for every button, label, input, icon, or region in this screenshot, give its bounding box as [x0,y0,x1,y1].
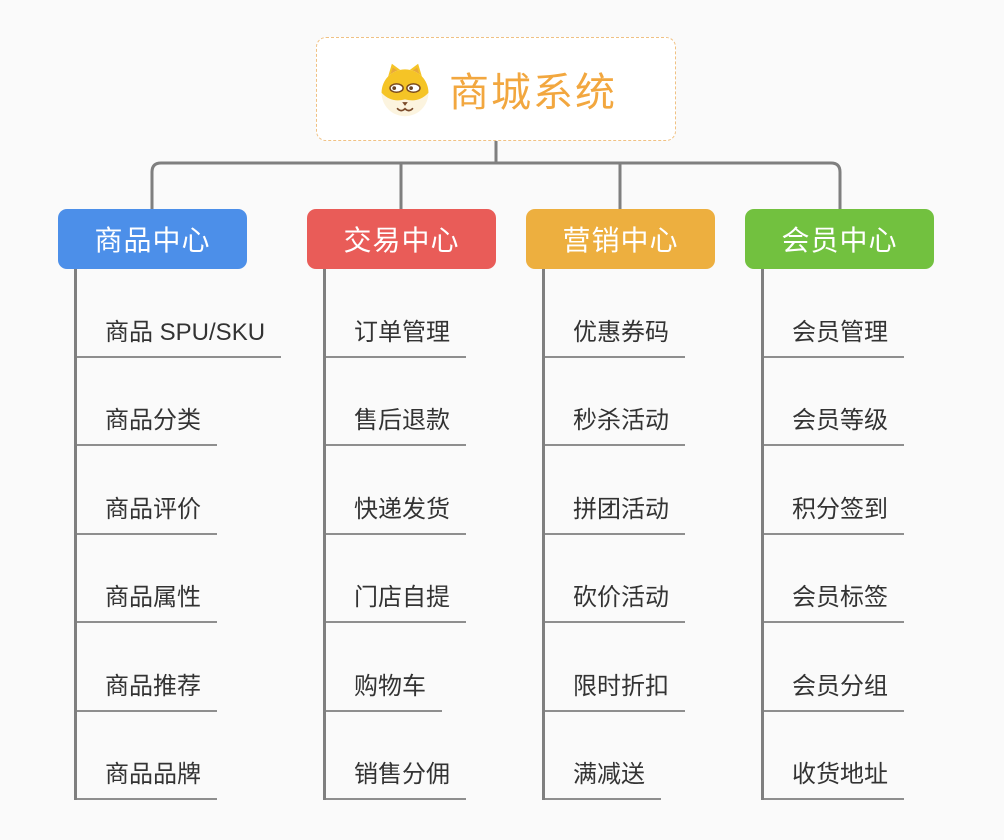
topic-item[interactable]: 优惠券码 [542,312,685,358]
topic-item[interactable]: 积分签到 [761,489,904,535]
topic-slot: 商品 SPU/SKU [74,269,324,358]
dog-icon [381,63,429,117]
topic-slot: 订单管理 [323,269,573,358]
branch-items-member: 会员管理 会员等级 积分签到 会员标签 会员分组 [761,269,1004,800]
branch-header-marketing[interactable]: 营销中心 [526,209,715,269]
branch-items-trade: 订单管理 售后退款 快递发货 门店自提 购物车 销 [323,269,573,800]
topic-slot: 售后退款 [323,358,573,446]
topic-item[interactable]: 商品评价 [74,489,217,535]
topic-slot: 门店自提 [323,535,573,623]
topic-slot: 商品分类 [74,358,324,446]
topic-item[interactable]: 会员等级 [761,400,904,446]
topic-item[interactable]: 会员分组 [761,666,904,712]
topic-item[interactable]: 满减送 [542,754,661,800]
topic-slot: 满减送 [542,712,792,800]
topic-item[interactable]: 销售分佣 [323,754,466,800]
topic-slot: 限时折扣 [542,623,792,712]
topic-item[interactable]: 限时折扣 [542,666,685,712]
branch-header-member[interactable]: 会员中心 [745,209,934,269]
topic-item[interactable]: 砍价活动 [542,577,685,623]
topic-item[interactable]: 订单管理 [323,312,466,358]
root-title: 商城系统 [449,71,617,115]
topic-slot: 快递发货 [323,446,573,535]
topic-item[interactable]: 商品属性 [74,577,217,623]
topic-slot: 会员等级 [761,358,1004,446]
topic-item[interactable]: 商品推荐 [74,666,217,712]
topic-slot: 会员标签 [761,535,1004,623]
topic-slot: 购物车 [323,623,573,712]
topic-item[interactable]: 门店自提 [323,577,466,623]
topic-slot: 拼团活动 [542,446,792,535]
branch-items-product: 商品 SPU/SKU 商品分类 商品评价 商品属性 商品推荐 [74,269,324,800]
branch-header-trade[interactable]: 交易中心 [307,209,496,269]
branch-column-marketing: 营销中心 优惠券码 秒杀活动 拼团活动 砍价活动 [526,209,715,800]
branch-trunk-line [74,269,77,800]
topic-item[interactable]: 秒杀活动 [542,400,685,446]
topic-slot: 会员分组 [761,623,1004,712]
topic-slot: 商品推荐 [74,623,324,712]
connector-main-rail [150,161,842,212]
topic-slot: 商品属性 [74,535,324,623]
topic-item[interactable]: 售后退款 [323,400,466,446]
topic-slot: 秒杀活动 [542,358,792,446]
topic-slot: 会员管理 [761,269,1004,358]
branch-items-marketing: 优惠券码 秒杀活动 拼团活动 砍价活动 限时折扣 [542,269,792,800]
topic-item[interactable]: 快递发货 [323,489,466,535]
root-node[interactable]: 商城系统 [316,37,676,141]
branch-header-product[interactable]: 商品中心 [58,209,247,269]
topic-slot: 商品品牌 [74,712,324,800]
branch-column-product: 商品中心 商品 SPU/SKU 商品分类 商品评价 商品属性 [58,209,282,800]
topic-slot: 商品评价 [74,446,324,535]
topic-slot: 积分签到 [761,446,1004,535]
topic-slot: 优惠券码 [542,269,792,358]
branch-trunk-line [761,269,764,800]
topic-slot: 销售分佣 [323,712,573,800]
branch-trunk-line [542,269,545,800]
branch-trunk-line [323,269,326,800]
topic-item[interactable]: 拼团活动 [542,489,685,535]
topic-item[interactable]: 收货地址 [761,754,904,800]
topic-item[interactable]: 商品品牌 [74,754,217,800]
topic-item[interactable]: 购物车 [323,666,442,712]
topic-slot: 收货地址 [761,712,1004,800]
topic-item[interactable]: 会员管理 [761,312,904,358]
branch-column-member: 会员中心 会员管理 会员等级 积分签到 会员标签 [745,209,934,800]
topic-item[interactable]: 商品 SPU/SKU [74,312,282,358]
topic-item[interactable]: 商品分类 [74,400,217,446]
branch-column-trade: 交易中心 订单管理 售后退款 快递发货 门店自提 [307,209,496,800]
topic-item[interactable]: 会员标签 [761,577,904,623]
topic-slot: 砍价活动 [542,535,792,623]
